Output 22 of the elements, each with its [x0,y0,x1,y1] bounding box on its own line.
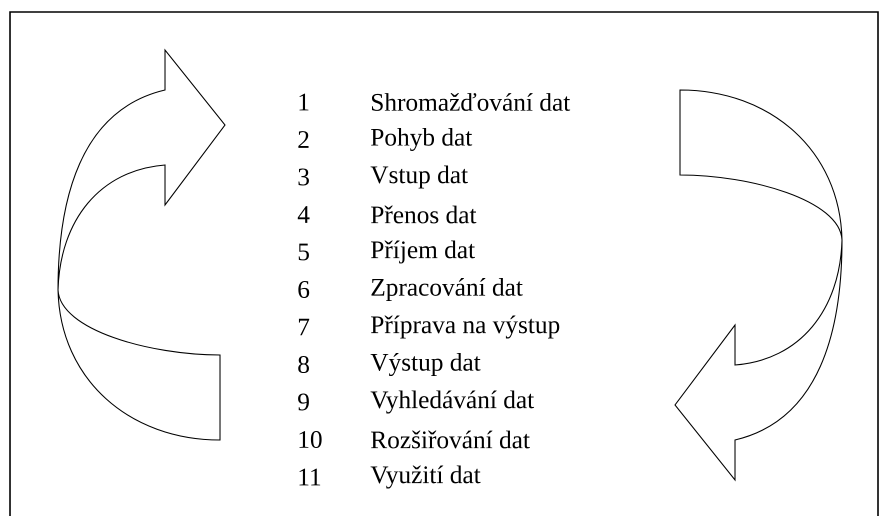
step-label: Shromažďování dat [372,93,570,111]
step-number: 4 [298,206,310,223]
step-label: Přenos dat [371,206,476,224]
step-number: 9 [298,393,309,410]
step-number: 10 [300,430,322,448]
step-label: Pohyb dat [371,128,472,151]
step-label: Zpracování dat [372,278,523,301]
step-label: Příjem dat [371,240,475,264]
step-number: 1 [300,94,308,110]
step-label: Vstup dat [370,166,468,188]
step-number: 3 [298,168,309,186]
step-label: Výstup dat [370,352,481,376]
step-number: 8 [298,356,309,374]
step-number: 7 [298,318,310,336]
step-label: Vyhledávání dat [370,390,534,414]
step-number: 11 [300,468,320,486]
step-label: Rozšiřování dat [371,430,530,448]
step-number: 5 [298,244,309,260]
step-label: Příprava na výstup [371,315,560,339]
step-number: 6 [298,280,310,298]
step-number: 2 [298,131,309,148]
step-label: Využití dat [370,465,481,489]
